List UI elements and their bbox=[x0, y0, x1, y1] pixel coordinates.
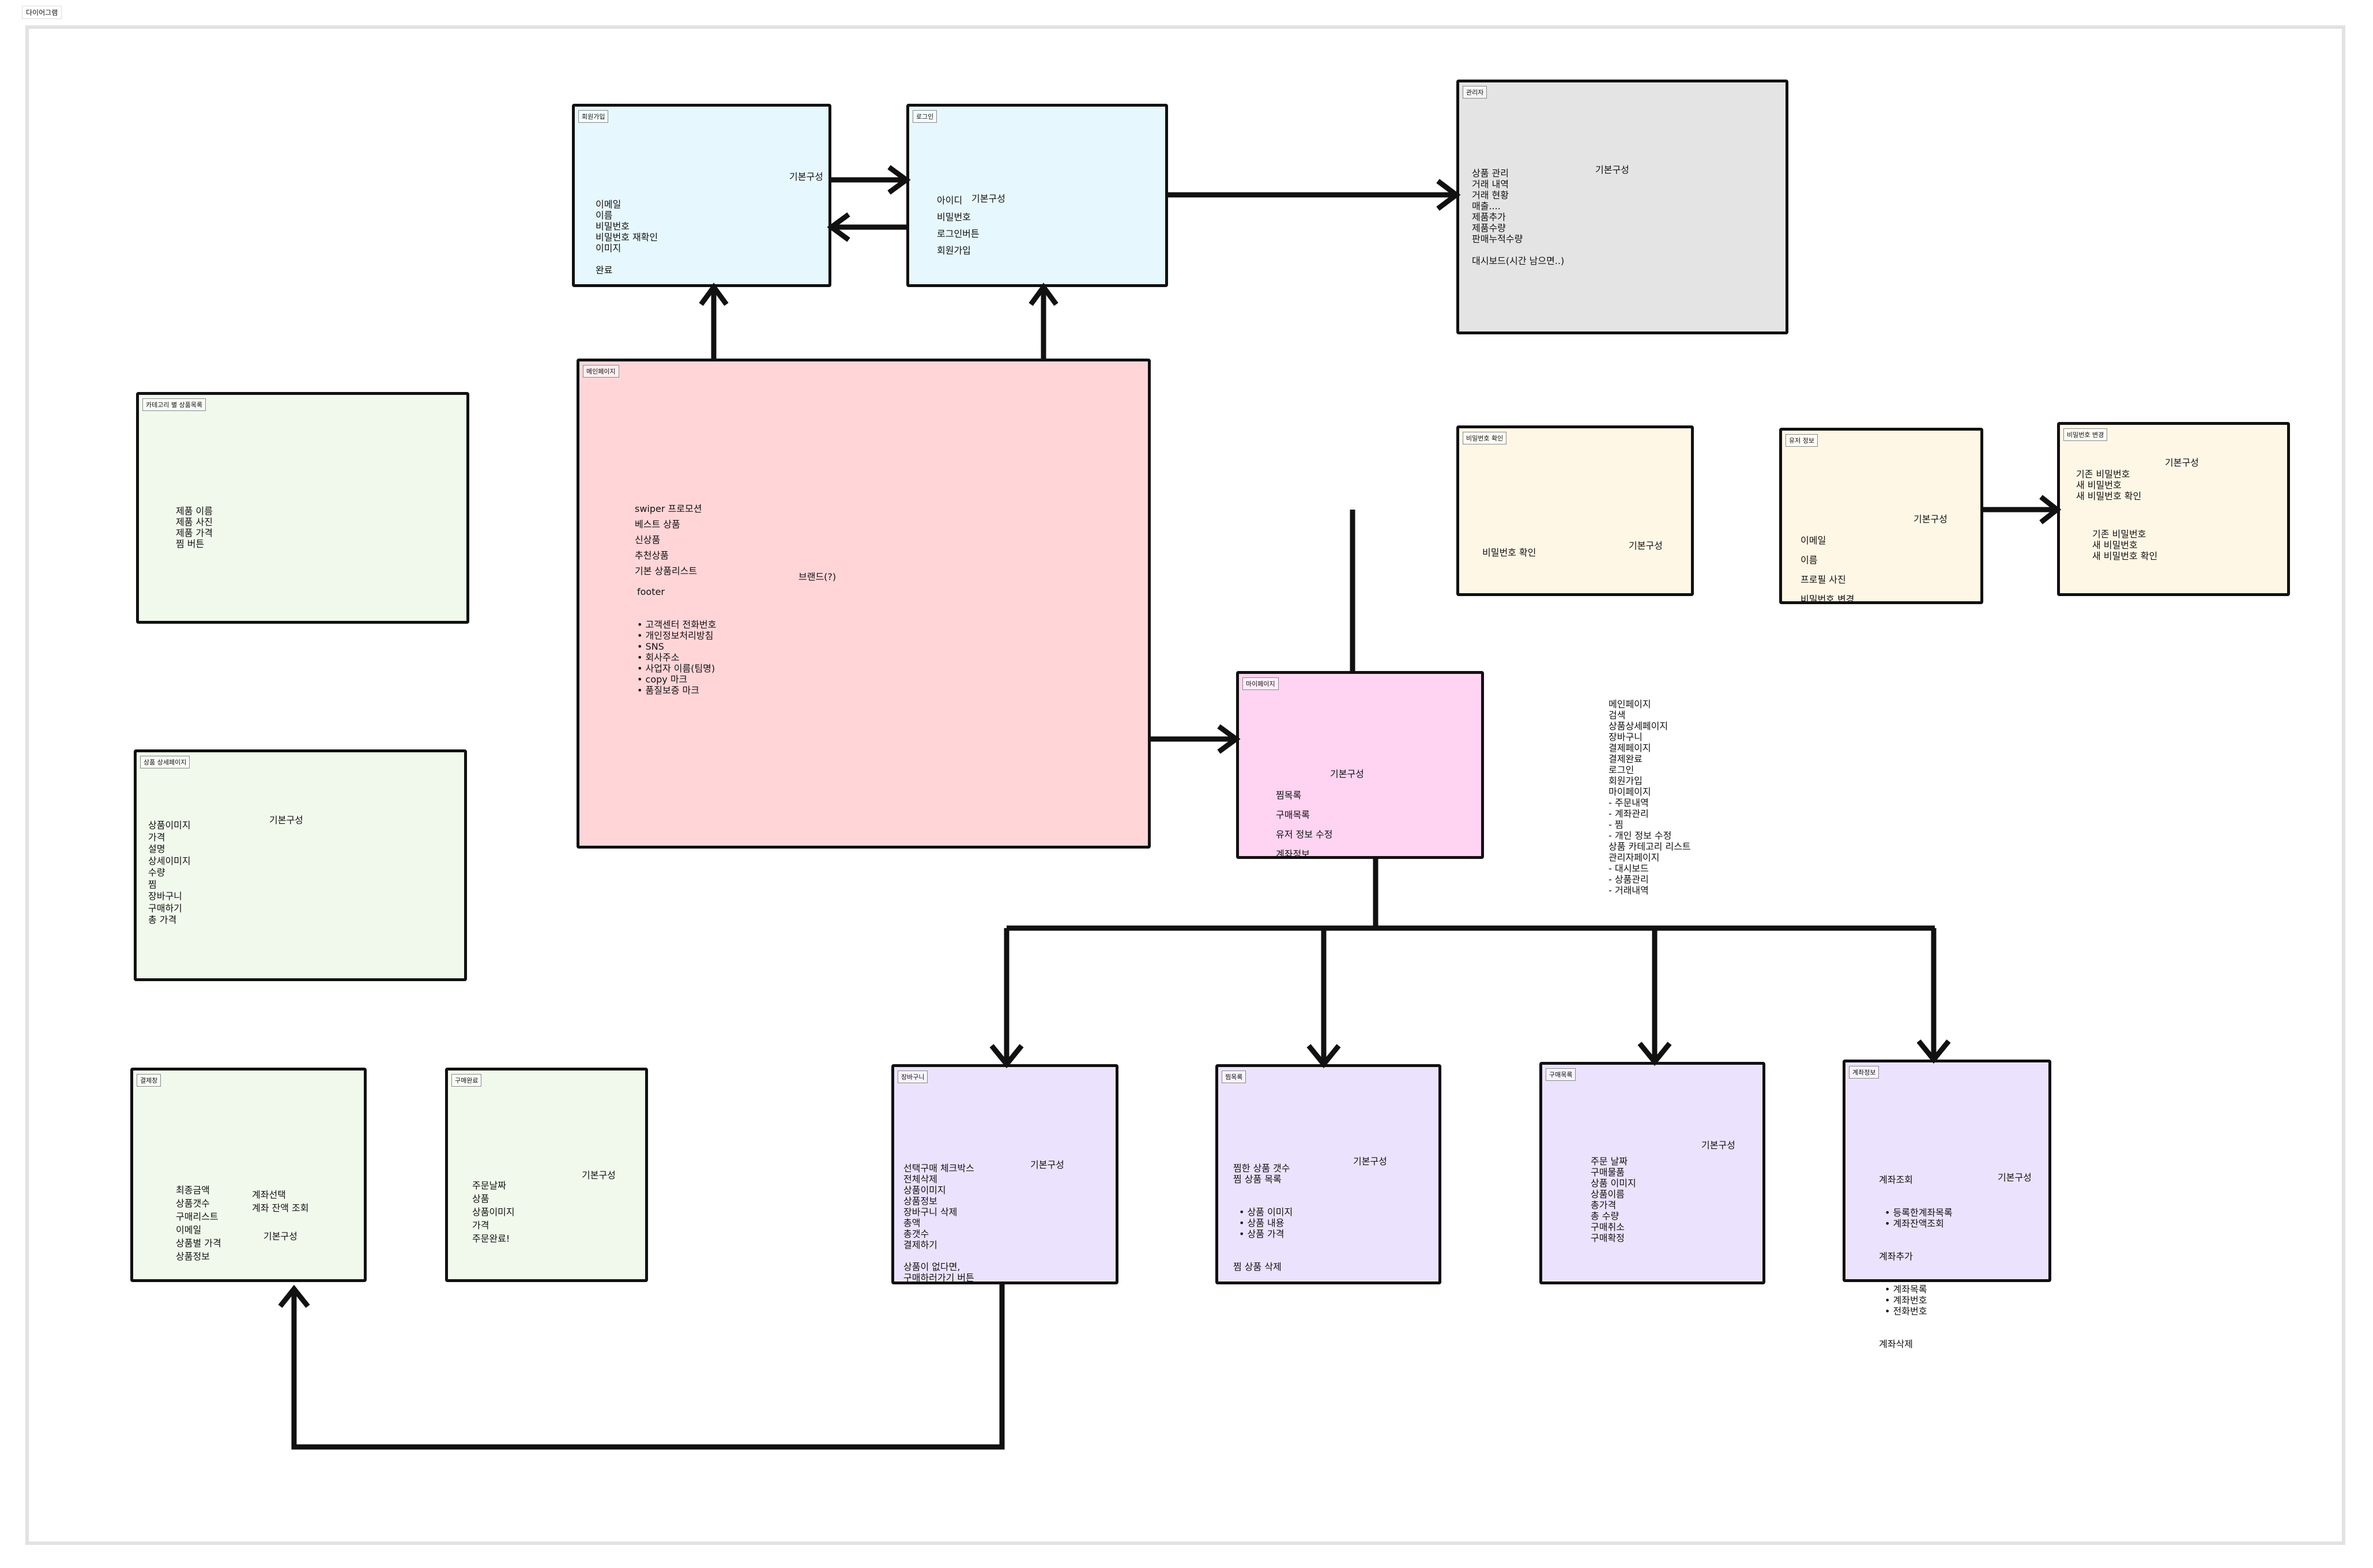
basic-label: 기본구성 bbox=[1701, 1140, 1735, 1151]
box-label: 관리자 bbox=[1463, 86, 1487, 99]
canvas-frame bbox=[25, 25, 2345, 1545]
box-label: 유저 정보 bbox=[1786, 434, 1818, 447]
page-tab[interactable]: 다이어그램 bbox=[22, 6, 62, 19]
box-label: 상품 상세페이지 bbox=[140, 756, 190, 768]
box-label: 계좌정보 bbox=[1849, 1066, 1879, 1079]
arrow-to-cart bbox=[989, 928, 1024, 1069]
pwcheck-items: 비밀번호 확인 bbox=[1482, 547, 1536, 558]
basic-label: 기본구성 bbox=[1330, 768, 1364, 779]
arrow-to-orders bbox=[1637, 928, 1672, 1066]
arrow-login-to-signup bbox=[827, 212, 906, 242]
basic-label: 기본구성 bbox=[1030, 1159, 1064, 1170]
box-label: 결제창 bbox=[137, 1074, 161, 1087]
arrow-main-to-signup bbox=[699, 282, 729, 359]
arrow-to-account bbox=[1916, 928, 1951, 1064]
arrow-login-to-admin bbox=[1168, 179, 1461, 211]
arrow-signup-to-login bbox=[831, 165, 911, 195]
box-password-check[interactable]: 비밀번호 확인 비밀번호 확인 기본구성 bbox=[1456, 425, 1694, 596]
basic-label: 기본구성 bbox=[1998, 1172, 2032, 1183]
basic-label: 기본구성 bbox=[1914, 514, 1948, 525]
basic-label: 기본구성 bbox=[263, 1231, 297, 1242]
box-label: 로그인 bbox=[913, 110, 937, 123]
basic-label: 기본구성 bbox=[269, 815, 303, 826]
basic-label: 기본구성 bbox=[2165, 457, 2199, 468]
box-label: 메인페이지 bbox=[583, 365, 619, 378]
basic-label: 기본구성 bbox=[1629, 540, 1663, 551]
arrow-to-wishlist bbox=[1306, 928, 1341, 1069]
box-label: 찜목록 bbox=[1222, 1071, 1246, 1083]
arrow-userinfo-to-pwchange bbox=[1983, 495, 2062, 525]
arrow-main-to-login bbox=[1029, 282, 1059, 359]
box-label: 구매완료 bbox=[451, 1074, 482, 1087]
arrow-main-to-mypage bbox=[1151, 724, 1241, 754]
box-label: 장바구니 bbox=[898, 1071, 928, 1083]
basic-label: 기본구성 bbox=[1595, 164, 1629, 175]
arrow-cart-to-payment bbox=[278, 1284, 1005, 1450]
brand-label: 브랜드(?) bbox=[798, 571, 837, 582]
box-label: 카테고리 별 상품목록 bbox=[142, 398, 206, 411]
box-label: 회원가입 bbox=[578, 110, 609, 123]
basic-label: 기본구성 bbox=[789, 171, 823, 182]
basic-label: 기본구성 bbox=[582, 1170, 616, 1181]
box-account-info[interactable]: 계좌정보 계좌조회 등록한계좌목록계좌잔액조회 계좌추가 계좌목록계좌번호전화번… bbox=[1843, 1060, 2051, 1350]
box-label: 마이페이지 bbox=[1242, 677, 1279, 690]
box-label: 비밀번호 확인 bbox=[1463, 432, 1507, 444]
box-label: 구매목록 bbox=[1546, 1068, 1576, 1081]
box-label: 비밀번호 변경 bbox=[2063, 428, 2108, 441]
basic-label: 기본구성 bbox=[971, 193, 1005, 204]
basic-label: 기본구성 bbox=[1353, 1156, 1387, 1167]
account-items: 계좌조회 등록한계좌목록계좌잔액조회 계좌추가 계좌목록계좌번호전화번호 계좌삭… bbox=[1879, 1152, 1953, 1371]
main-footer: footer 고객센터 전화번호개인정보처리방침SNS회사주소사업자 이름(팀명… bbox=[637, 564, 716, 718]
